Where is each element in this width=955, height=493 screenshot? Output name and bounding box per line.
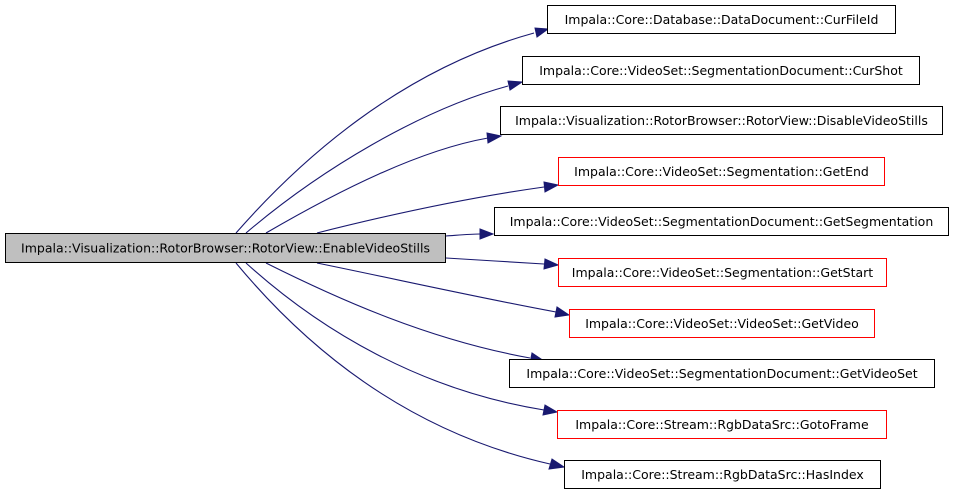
target-node-label: Impala::Core::Stream::RgbDataSrc::GotoFr… [575,417,869,432]
edge-to-getsegmentation [445,233,481,237]
target-node-getvideo[interactable]: Impala::Core::VideoSet::VideoSet::GetVid… [569,309,875,338]
edge-head-hasindex [548,458,566,470]
target-node-box [509,359,935,388]
target-node-getvideoset[interactable]: Impala::Core::VideoSet::SegmentationDocu… [509,359,935,388]
edge-head-getend [543,181,560,193]
source-node-label: Impala::Visualization::RotorBrowser::Rot… [21,241,430,256]
target-node-hasindex[interactable]: Impala::Core::Stream::RgbDataSrc::HasInd… [564,460,881,489]
target-node-gotoframe[interactable]: Impala::Core::Stream::RgbDataSrc::GotoFr… [557,410,887,439]
target-node-getstart[interactable]: Impala::Core::VideoSet::Segmentation::Ge… [558,258,887,287]
target-node-label: Impala::Core::Database::DataDocument::Cu… [565,12,879,27]
edge-head-disablevideostills [486,132,503,144]
edge-head-curfileid [534,27,550,38]
edge-to-curshot [245,85,509,234]
source-node[interactable]: Impala::Visualization::RotorBrowser::Rot… [5,233,446,263]
target-node-box [500,106,943,135]
target-node-curfileid[interactable]: Impala::Core::Database::DataDocument::Cu… [547,5,896,34]
target-node-box [547,5,896,34]
edge-head-curshot [507,80,524,91]
target-node-box [494,207,949,236]
edge-to-getvideo [316,262,557,313]
target-node-box [522,56,920,85]
target-node-curshot[interactable]: Impala::Core::VideoSet::SegmentationDocu… [522,56,920,85]
edge-to-curfileid [235,32,535,234]
edge-to-getvideoset [265,262,531,359]
edge-head-getvideo [554,306,571,318]
edge-head-getsegmentation [479,228,495,240]
target-node-box [564,460,881,489]
target-node-label: Impala::Core::VideoSet::SegmentationDocu… [539,63,903,78]
target-node-box [557,410,887,439]
edge-to-gotoframe [245,262,545,411]
target-node-box [569,309,875,338]
edge-head-getstart [543,258,560,270]
edge-head-gotoframe [542,404,559,416]
edge-to-getend [316,186,545,234]
target-node-label: Impala::Visualization::RotorBrowser::Rot… [515,113,928,128]
edge-to-hasindex [235,262,551,465]
target-node-getend[interactable]: Impala::Core::VideoSet::Segmentation::Ge… [558,157,885,186]
target-node-label: Impala::Core::Stream::RgbDataSrc::HasInd… [581,467,864,482]
target-node-label: Impala::Core::VideoSet::SegmentationDocu… [510,214,934,229]
target-node-getsegmentation[interactable]: Impala::Core::VideoSet::SegmentationDocu… [494,207,949,236]
target-node-box [558,258,887,287]
target-node-label: Impala::Core::VideoSet::VideoSet::GetVid… [585,316,859,331]
target-node-label: Impala::Core::VideoSet::Segmentation::Ge… [574,164,869,179]
target-node-label: Impala::Core::VideoSet::Segmentation::Ge… [572,265,874,280]
target-node-disablevideostills[interactable]: Impala::Visualization::RotorBrowser::Rot… [500,106,943,135]
source-node-box [5,233,446,263]
edge-to-getstart [445,257,545,265]
edge-to-disablevideostills [265,137,489,234]
target-node-box [558,157,885,186]
target-node-label: Impala::Core::VideoSet::SegmentationDocu… [526,366,917,381]
